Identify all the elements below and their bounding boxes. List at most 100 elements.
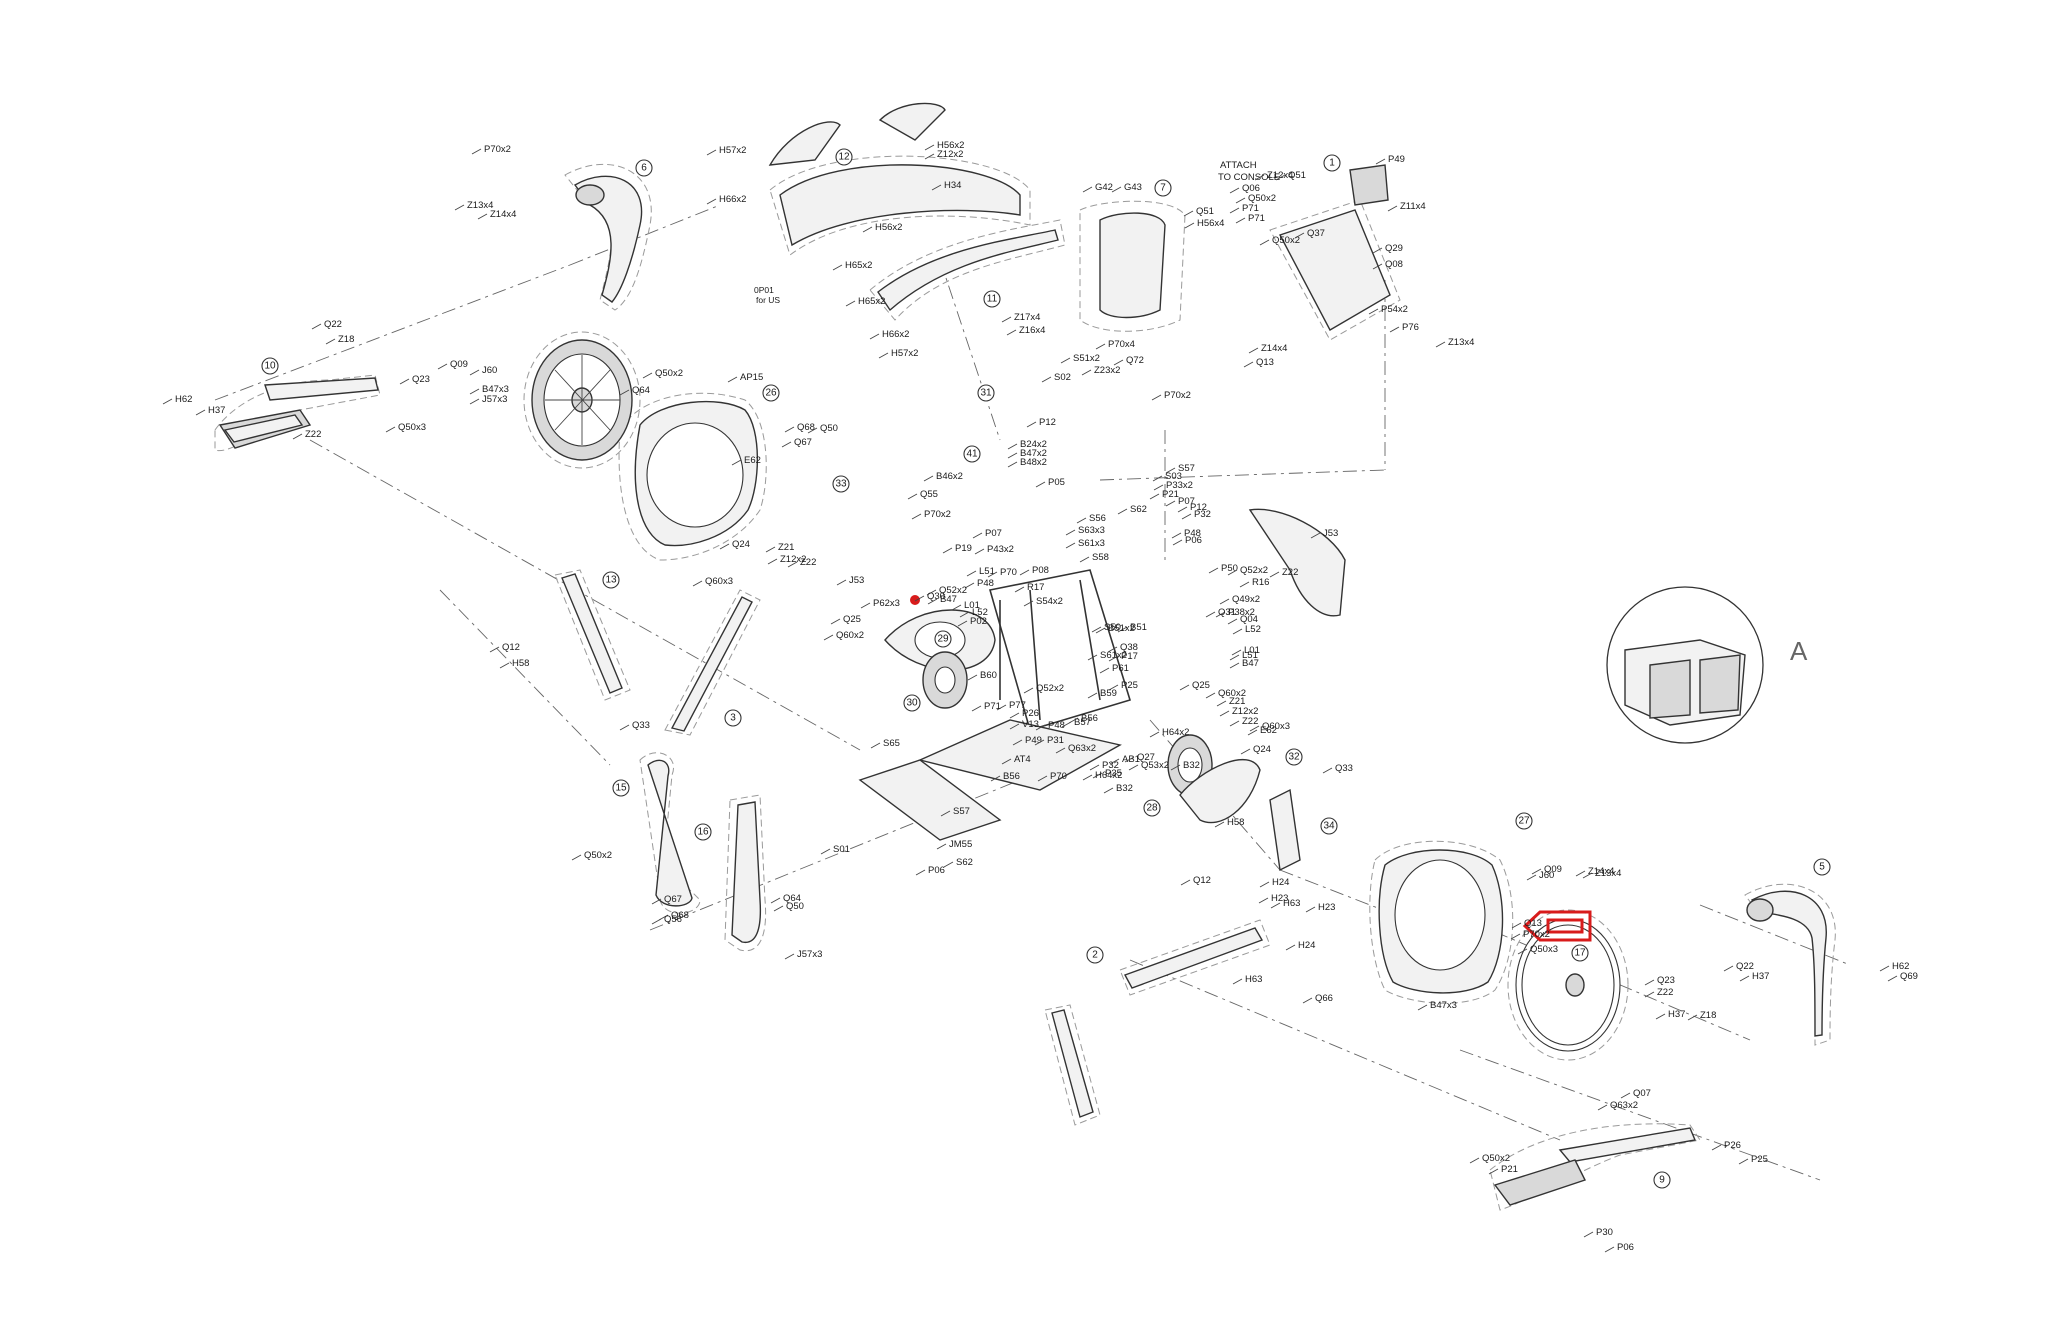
part-label: P43x2 <box>987 544 1014 555</box>
callout-41: 41 <box>963 445 981 463</box>
part-label: H56x4 <box>1197 218 1224 229</box>
leader-line <box>1128 764 1139 771</box>
leader-line <box>1172 539 1183 546</box>
part-label: L51 <box>1242 650 1258 661</box>
part-label: B59 <box>1100 688 1117 699</box>
part-label: Q33 <box>632 720 650 731</box>
callout-33: 33 <box>832 475 850 493</box>
part-label: Q55 <box>920 489 938 500</box>
svg-text:TO CONSOLE: TO CONSOLE <box>1218 172 1280 183</box>
leader-line <box>923 475 934 482</box>
leader-line <box>951 604 962 611</box>
leader-line <box>651 898 662 905</box>
console-bracket-1 <box>1269 164 1401 341</box>
part-label: P54x2 <box>1381 304 1408 315</box>
part-label: P25 <box>1121 680 1138 691</box>
leader-line <box>325 338 336 345</box>
part-label: P12 <box>1039 417 1056 428</box>
leader-line <box>1055 747 1066 754</box>
leader-line <box>869 333 880 340</box>
part-label: Q07 <box>1633 1088 1651 1099</box>
part-label: Z18 <box>1700 1010 1716 1021</box>
svg-text:34: 34 <box>1323 821 1335 832</box>
part-label: Q68 <box>797 422 815 433</box>
part-label: Q38 <box>1120 642 1138 653</box>
part-label: P71 <box>1242 203 1259 214</box>
main-frame <box>858 569 1132 841</box>
part-label: Z21 <box>778 542 794 553</box>
leader-line <box>1517 948 1528 955</box>
leader-line <box>1061 721 1072 728</box>
callout-9: 9 <box>1653 1171 1671 1189</box>
part-label: P71 <box>984 701 1001 712</box>
callout-29: 29 <box>934 630 952 648</box>
leader-line <box>1107 646 1118 653</box>
part-label: Q63x2 <box>1068 743 1096 754</box>
leader-line <box>823 634 834 641</box>
part-label: H24 <box>1272 877 1289 888</box>
svg-text:11: 11 <box>987 294 998 305</box>
leader-line <box>996 704 1007 711</box>
part-label: H23 <box>1271 893 1288 904</box>
part-label: Q27 <box>1137 752 1155 763</box>
part-label: B47x3 <box>482 384 509 395</box>
leader-line <box>1259 881 1270 888</box>
part-label: H58 <box>1227 817 1244 828</box>
svg-text:0P01: 0P01 <box>754 285 774 295</box>
callout-2: 2 <box>1086 946 1104 964</box>
leader-line <box>1254 174 1265 181</box>
svg-text:33: 33 <box>835 479 847 490</box>
svg-text:30: 30 <box>906 698 918 709</box>
handlebar-cover-12 <box>768 102 1031 256</box>
part-label: Z22 <box>800 557 816 568</box>
detail-a: A <box>1606 586 1808 744</box>
leader-line <box>706 198 717 205</box>
part-label: Z14x4 <box>1588 866 1614 877</box>
part-label: L52 <box>1245 624 1261 635</box>
part-label: P32 <box>1102 760 1119 771</box>
callout-28: 28 <box>1143 799 1161 817</box>
leader-line <box>940 810 951 817</box>
detail-letter: A <box>1790 636 1808 666</box>
part-label: P48 <box>1184 528 1201 539</box>
leader-line <box>1108 655 1119 662</box>
part-label: Z11x4 <box>1400 201 1426 212</box>
part-label: B51 <box>1130 622 1147 633</box>
leader-line <box>907 493 918 500</box>
svg-text:10: 10 <box>264 361 276 372</box>
part-label: P08 <box>1032 565 1049 576</box>
svg-text:32: 32 <box>1288 752 1300 763</box>
shroud-26 <box>618 392 767 561</box>
leader-line <box>1019 569 1030 576</box>
leader-line <box>915 869 926 876</box>
wheel-28 <box>1167 734 1261 824</box>
leader-line <box>942 547 953 554</box>
leader-line <box>1305 906 1316 913</box>
part-label: H56x2 <box>875 222 902 233</box>
leader-line <box>773 905 784 912</box>
leader-line <box>1009 712 1020 719</box>
leader-line <box>1165 500 1176 507</box>
part-label: Q66 <box>1315 993 1333 1004</box>
leader-line <box>1215 611 1226 618</box>
part-label: H58 <box>512 658 529 669</box>
handle-arm-6 <box>564 163 652 311</box>
leader-line <box>1389 326 1400 333</box>
svg-text:15: 15 <box>615 783 627 794</box>
part-label: Z21 <box>1229 696 1245 707</box>
part-label: P48 <box>1048 720 1065 731</box>
part-label: B32 <box>1183 760 1200 771</box>
part-label: S56 <box>1089 513 1106 524</box>
leader-line <box>1302 997 1313 1004</box>
svg-text:ATTACH: ATTACH <box>1220 160 1257 171</box>
callout-15: 15 <box>612 779 630 797</box>
part-label: Q25 <box>843 614 861 625</box>
leader-line <box>1109 758 1120 765</box>
part-label: Q23 <box>1657 975 1675 986</box>
rear-cover-q04 <box>1248 508 1346 617</box>
part-label: Q52x2 <box>939 585 967 596</box>
leader-line <box>1023 687 1034 694</box>
part-label: H62 <box>175 394 192 405</box>
leader-line <box>1023 600 1034 607</box>
part-label: P07 <box>1178 496 1195 507</box>
